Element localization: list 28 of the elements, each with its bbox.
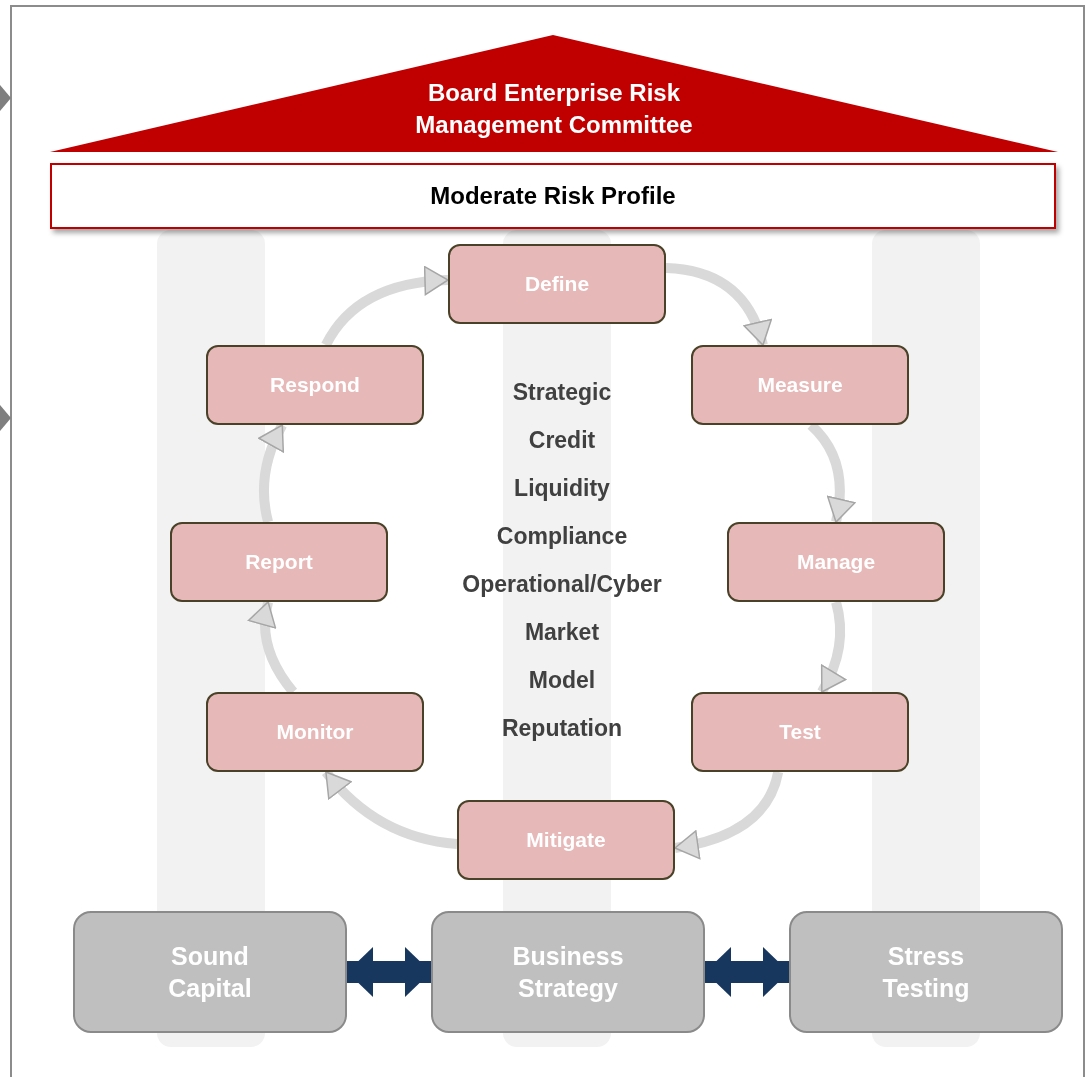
process-box: Manage bbox=[727, 522, 945, 602]
process-box: Monitor bbox=[206, 692, 424, 772]
process-box: Mitigate bbox=[457, 800, 675, 880]
curved-arrow bbox=[674, 770, 784, 859]
curved-arrow bbox=[817, 600, 847, 695]
risk-type-label: Market bbox=[523, 618, 601, 646]
process-box: Respond bbox=[206, 345, 424, 425]
double-arrow bbox=[347, 947, 431, 997]
curved-arrow bbox=[258, 422, 287, 524]
roof-banner: Board Enterprise Risk Management Committee bbox=[50, 35, 1058, 152]
process-box: Define bbox=[448, 244, 666, 324]
risk-type-label: Liquidity bbox=[513, 474, 611, 502]
foundation-box: Business Strategy bbox=[431, 911, 705, 1033]
curved-arrow bbox=[321, 266, 449, 348]
process-box: Test bbox=[691, 692, 909, 772]
risk-type-label: Model bbox=[527, 666, 597, 694]
foundation-box: Stress Testing bbox=[789, 911, 1063, 1033]
profile-banner: Moderate Risk Profile bbox=[50, 163, 1056, 229]
risk-type-label: Compliance bbox=[495, 522, 629, 550]
risk-type-label: Strategic bbox=[511, 378, 613, 406]
curved-arrow bbox=[665, 263, 771, 347]
risk-type-label: Credit bbox=[527, 426, 597, 454]
risk-type-label: Operational/Cyber bbox=[461, 570, 663, 598]
risk-type-label: Reputation bbox=[500, 714, 624, 742]
foundation-box: Sound Capital bbox=[73, 911, 347, 1033]
process-box: Measure bbox=[691, 345, 909, 425]
process-box: Report bbox=[170, 522, 388, 602]
double-arrow bbox=[705, 947, 789, 997]
